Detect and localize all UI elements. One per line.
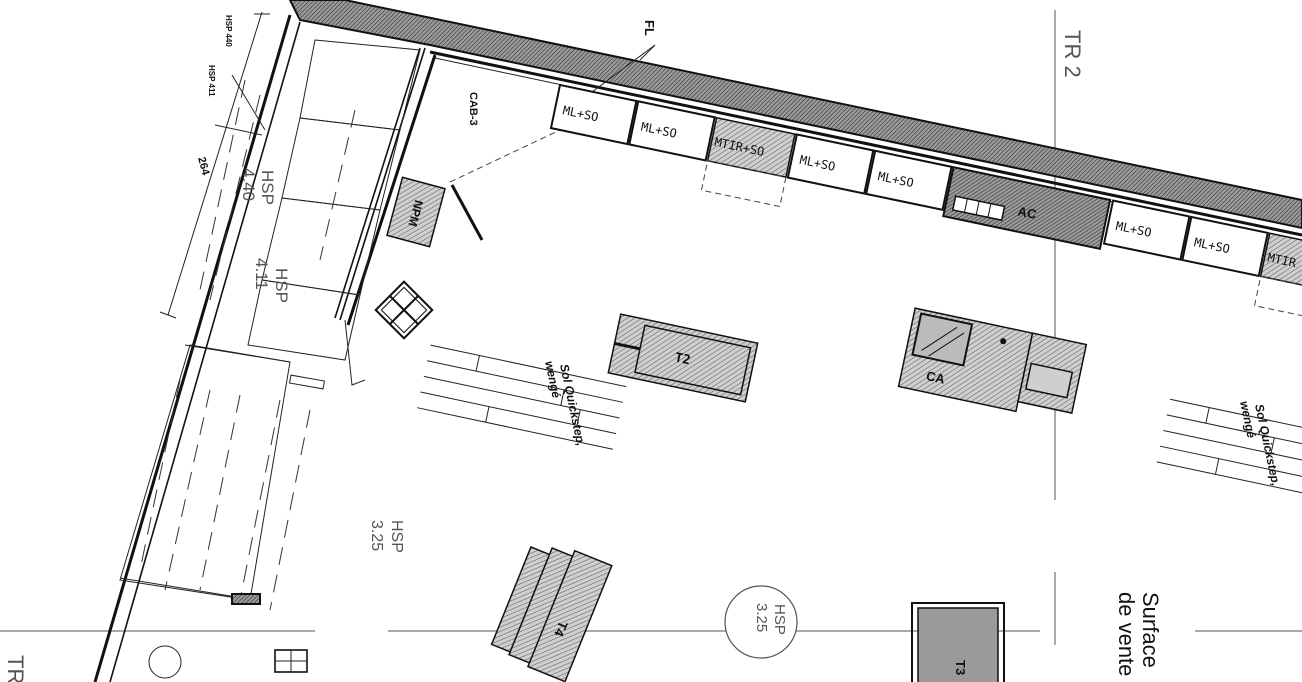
hsp411-label: HSP 411	[207, 65, 216, 97]
wall-unit: ML+SO	[1102, 199, 1191, 261]
left-lower-dash-4	[239, 399, 281, 601]
t4-label: T4	[551, 619, 571, 639]
hsp-circle-marker: HSP 3.25	[724, 585, 798, 659]
door-swing	[344, 319, 366, 386]
left-dash-line-3	[319, 109, 356, 261]
cab3-label: CAB-3	[467, 92, 479, 126]
hsp440-label: HSP 440	[224, 15, 233, 47]
left-shelf-unit-4	[247, 279, 361, 361]
npm-link	[449, 129, 561, 183]
ca-label: CA	[925, 368, 947, 387]
left-lower-dash-3	[199, 394, 241, 591]
table-t2: T2	[607, 313, 759, 403]
wall-unit: ML+SO	[1181, 215, 1269, 278]
left-shelf-unit-2	[281, 117, 401, 211]
surface-label-line2: de vente	[1114, 592, 1139, 676]
left-wall-outer	[93, 14, 292, 682]
ac-unit: AC	[942, 166, 1112, 251]
hsp-440-value: 4.40	[239, 168, 258, 201]
npm-door	[450, 184, 484, 241]
fl-leader-2	[639, 44, 656, 61]
tr-partial-label: TR	[3, 655, 28, 682]
left-lower-dash-1	[139, 379, 181, 571]
left-wall-inner	[109, 21, 301, 682]
left-dash-line-2	[209, 94, 261, 301]
wall-unit-label: MTIR	[1266, 251, 1298, 271]
t2-label: T2	[673, 350, 691, 368]
npm-unit: NPM	[386, 176, 446, 248]
wall-unit: ML+SO	[865, 149, 953, 212]
t3-label: T3	[953, 660, 968, 675]
dimension-tick-bottom	[159, 311, 177, 319]
table-t4: T4	[490, 546, 613, 682]
dimension-line	[167, 11, 263, 316]
wall-unit: ML+SO	[786, 133, 875, 195]
sol-right-line1: Sol Quickstep,	[1252, 403, 1283, 487]
left-lower-post	[288, 374, 326, 390]
wall-unit: ML+SO	[549, 83, 638, 146]
surface-label-line1: Surface	[1138, 592, 1163, 668]
fl-label: FL	[642, 20, 657, 36]
hsp440-leader	[231, 74, 266, 131]
hsp411-leader	[214, 124, 263, 136]
left-counter-edge-2	[334, 47, 421, 319]
skylight-window	[374, 280, 434, 340]
dimension-label: 264	[195, 156, 212, 178]
wall-unit: ML+SO	[628, 100, 716, 162]
hsp-325-text: HSP	[388, 520, 405, 553]
ac-label: AC	[1016, 203, 1038, 222]
floor-strip-right	[1156, 398, 1302, 496]
hsp-411-value: 4.11	[252, 258, 271, 290]
table-t3: T3	[911, 602, 1005, 682]
left-lower-line	[184, 344, 291, 363]
wall-unit: MTIR	[1253, 232, 1302, 323]
hsp-circle-text: HSP	[771, 604, 788, 635]
hsp-411-text: HSP	[272, 268, 291, 303]
top-wall	[288, 0, 1302, 230]
floor-strip-left	[417, 344, 627, 450]
left-lower-dash-2	[164, 389, 211, 591]
left-lower-circle	[148, 645, 182, 679]
npm-label: NPM	[405, 199, 425, 228]
top-wall-inner-line	[429, 50, 1302, 237]
tr2-label: TR 2	[1060, 30, 1085, 78]
left-wall-inner-2	[339, 47, 426, 321]
hsp-440-text: HSP	[258, 170, 277, 205]
wall-unit-row: ML+SO ML+SO MTIR+SO ML+SO ML+SO AC	[549, 83, 1302, 323]
left-dash-line-1	[199, 79, 246, 291]
counter-ca: CA	[897, 307, 1088, 414]
hsp-325-value: 3.25	[368, 520, 385, 551]
left-lower-post-dark	[231, 593, 261, 605]
left-shelf-unit-1	[299, 39, 421, 131]
left-lower-dash-5	[269, 409, 311, 611]
hsp-circle-value: 3.25	[753, 603, 770, 632]
left-counter-edge	[346, 54, 437, 326]
sol-left-line1: Sol Quickstep,	[557, 363, 588, 447]
left-lower-bay	[119, 344, 291, 601]
wall-unit: MTIR+SO	[700, 116, 796, 208]
